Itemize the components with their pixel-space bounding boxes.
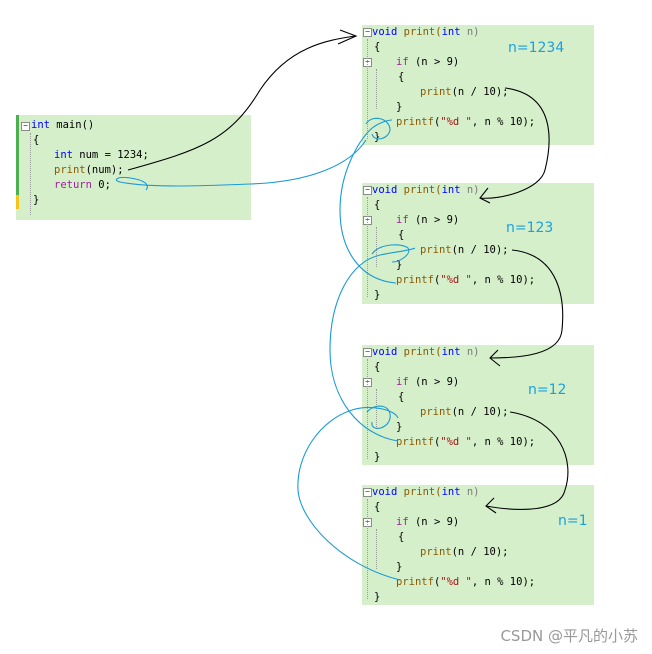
call-arrow-frame2-to-frame3-head <box>489 349 501 367</box>
main-line-4: print(num); <box>54 164 124 176</box>
inner-open-brace: { <box>398 531 405 543</box>
signature-line: void print(int n) <box>372 184 480 196</box>
frame-3-label: n=12 <box>528 382 567 398</box>
close-brace: } <box>374 131 381 143</box>
recursive-call-line: print(n / 10); <box>420 244 509 256</box>
return-arrow-frame2-loop <box>371 244 410 263</box>
call-arrow-frame3-to-frame4-head <box>485 497 497 514</box>
inner-close-brace: } <box>396 421 403 433</box>
print-frame-2: void print(int n) { if (n > 9) { print(n / 1… <box>362 183 594 304</box>
change-marker-yellow <box>16 195 19 209</box>
inner-open-brace: { <box>398 391 405 403</box>
main-line-5: return 0; <box>54 179 111 191</box>
printf-line: printf("%d ", n % 10); <box>396 274 536 286</box>
close-brace: } <box>374 289 381 301</box>
inner-open-brace: { <box>398 229 405 241</box>
recursive-call-line: print(n / 10); <box>420 86 509 98</box>
indent-guide <box>367 499 368 599</box>
indent-guide <box>367 39 368 139</box>
signature-line: void print(int n) <box>372 346 480 358</box>
call-arrow-main-to-frame1 <box>127 35 356 171</box>
collapse-icon[interactable] <box>363 488 372 497</box>
main-line-3: int num = 1234; <box>54 149 149 161</box>
watermark: CSDN @平凡的小苏 <box>500 627 638 645</box>
indent-guide <box>376 69 377 109</box>
printf-line: printf("%d ", n % 10); <box>396 436 536 448</box>
signature-line: void print(int n) <box>372 486 480 498</box>
printf-line: printf("%d ", n % 10); <box>396 116 536 128</box>
open-brace: { <box>374 501 381 513</box>
call-arrow-frame2-to-frame3 <box>489 249 564 359</box>
frame-4-label: n=1 <box>558 513 588 529</box>
indent-guide <box>367 197 368 297</box>
collapse-icon[interactable] <box>363 28 372 37</box>
return-arrow-frame2-to-frame1 <box>339 119 397 284</box>
return-arrow-frame1-to-main <box>115 139 367 191</box>
signature-line: void print(int n) <box>372 26 480 38</box>
printf-line: printf("%d ", n % 10); <box>396 576 536 588</box>
open-brace: { <box>374 199 381 211</box>
print-frame-4: void print(int n) { if (n > 9) { print(n / 1… <box>362 485 594 605</box>
close-brace: } <box>374 591 381 603</box>
call-arrow-main-to-frame1-head <box>337 29 358 45</box>
frame-2-label: n=123 <box>506 220 554 236</box>
indent-guide <box>376 227 377 267</box>
indent-guide <box>376 529 377 569</box>
call-arrow-frame1-to-frame2-head <box>479 187 491 204</box>
main-line-1: int main() <box>31 119 95 131</box>
main-line-6: } <box>33 194 40 206</box>
indent-guide <box>367 359 368 459</box>
inner-open-brace: { <box>398 71 405 83</box>
indent-guide <box>30 133 31 215</box>
return-arrow-frame1-loop <box>365 117 391 140</box>
main-function-panel: int main() { int num = 1234; print(num);… <box>16 115 251 220</box>
collapse-icon[interactable] <box>363 348 372 357</box>
return-arrow-frame3-loop <box>366 405 391 429</box>
indent-guide <box>376 389 377 429</box>
inner-close-brace: } <box>396 561 403 573</box>
open-brace: { <box>374 361 381 373</box>
inner-close-brace: } <box>396 101 403 113</box>
frame-1-label: n=1234 <box>508 40 565 56</box>
open-brace: { <box>374 41 381 53</box>
close-brace: } <box>374 451 381 463</box>
collapse-icon[interactable] <box>363 186 372 195</box>
collapse-icon[interactable] <box>21 122 30 131</box>
recursive-call-line: print(n / 10); <box>420 406 509 418</box>
print-frame-1: void print(int n) { if (n > 9) { print(n / 1… <box>362 25 594 145</box>
call-arrow-frame1-to-frame2 <box>479 87 550 199</box>
change-marker <box>16 115 19 205</box>
if-line: if (n > 9) <box>396 516 460 528</box>
if-line: if (n > 9) <box>396 376 460 388</box>
main-line-2: { <box>33 134 40 146</box>
call-arrow-frame3-to-frame4 <box>485 411 569 510</box>
return-arrow-frame4-to-frame3 <box>297 407 401 581</box>
recursive-call-line: print(n / 10); <box>420 546 509 558</box>
if-line: if (n > 9) <box>396 56 460 68</box>
return-arrow-frame3-to-frame2 <box>329 247 416 442</box>
print-frame-3: void print(int n) { if (n > 9) { print(n / 1… <box>362 345 594 465</box>
if-line: if (n > 9) <box>396 214 460 226</box>
inner-close-brace: } <box>396 259 403 271</box>
